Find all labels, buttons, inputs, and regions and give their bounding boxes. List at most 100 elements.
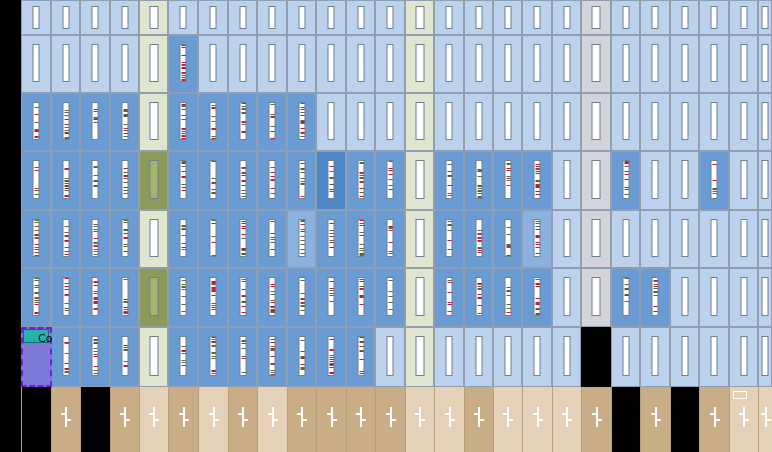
rack-cell[interactable] (611, 35, 640, 93)
rack-cell[interactable] (434, 151, 464, 210)
rack-cell[interactable] (493, 327, 522, 387)
rack-cell[interactable] (640, 327, 670, 387)
rack-cell[interactable] (434, 268, 464, 327)
rack-cell[interactable] (552, 268, 581, 327)
rack-cell[interactable] (493, 93, 522, 151)
rack-cell[interactable] (640, 35, 670, 93)
rack-cell[interactable] (405, 35, 434, 93)
rack-cell[interactable] (139, 35, 168, 93)
rack-cell[interactable] (346, 151, 375, 210)
rack-cell[interactable] (640, 210, 670, 268)
rack-cell[interactable] (699, 93, 729, 151)
rack-cell[interactable] (640, 93, 670, 151)
rack-cell[interactable] (21, 93, 51, 151)
rack-cell[interactable] (168, 268, 198, 327)
rack-cell[interactable] (51, 210, 80, 268)
rack-cell[interactable] (670, 210, 699, 268)
rack-cell[interactable] (346, 0, 375, 35)
rack-cell[interactable] (316, 0, 346, 35)
rack-cell[interactable] (758, 93, 772, 151)
rack-cell[interactable] (581, 93, 611, 151)
rack-cell[interactable] (670, 327, 699, 387)
rack-cell[interactable] (493, 268, 522, 327)
rack-cell[interactable] (198, 0, 228, 35)
rack-cell[interactable] (257, 93, 287, 151)
rack-cell[interactable] (434, 210, 464, 268)
rack-cell[interactable] (522, 93, 552, 151)
rack-cell[interactable] (139, 0, 168, 35)
rack-cell[interactable] (228, 327, 257, 387)
rack-cell[interactable] (552, 151, 581, 210)
rack-cell[interactable] (257, 151, 287, 210)
rack-cell[interactable] (405, 0, 434, 35)
rack-cell[interactable] (611, 0, 640, 35)
rack-cell[interactable] (581, 0, 611, 35)
rack-cell[interactable] (139, 210, 168, 268)
rack-cell[interactable] (434, 93, 464, 151)
rack-cell[interactable] (198, 151, 228, 210)
rack-cell[interactable] (21, 268, 51, 327)
rack-cell[interactable] (611, 327, 640, 387)
rack-cell[interactable] (168, 35, 198, 93)
rack-cell[interactable] (375, 210, 405, 268)
rack-cell[interactable] (51, 0, 80, 35)
rack-cell[interactable] (434, 327, 464, 387)
rack-cell[interactable] (51, 327, 80, 387)
rack-cell[interactable] (346, 35, 375, 93)
rack-cell[interactable] (670, 151, 699, 210)
rack-cell[interactable] (434, 0, 464, 35)
rack-cell[interactable] (552, 210, 581, 268)
rack-cell[interactable] (758, 35, 772, 93)
rack-cell[interactable] (228, 210, 257, 268)
rack-cell[interactable] (316, 210, 346, 268)
rack-cell[interactable] (670, 0, 699, 35)
rack-cell[interactable] (346, 210, 375, 268)
rack-cell[interactable] (405, 151, 434, 210)
rack-cell[interactable] (139, 151, 168, 210)
rack-cell[interactable] (287, 210, 316, 268)
rack-cell[interactable] (405, 93, 434, 151)
rack-cell[interactable] (405, 268, 434, 327)
rack-cell[interactable] (110, 210, 139, 268)
rack-cell[interactable] (581, 35, 611, 93)
rack-cell[interactable] (522, 327, 552, 387)
rack-cell[interactable] (729, 210, 758, 268)
rack-cell[interactable] (699, 35, 729, 93)
rack-cell[interactable] (80, 210, 110, 268)
rack-cell[interactable] (493, 0, 522, 35)
rack-cell[interactable] (405, 210, 434, 268)
selected-card-outline[interactable]: Co (21, 327, 52, 387)
rack-cell[interactable] (198, 35, 228, 93)
rack-cell[interactable] (464, 268, 493, 327)
rack-cell[interactable] (110, 327, 139, 387)
rack-cell[interactable] (21, 0, 51, 35)
rack-cell[interactable] (287, 93, 316, 151)
rack-cell[interactable] (405, 327, 434, 387)
rack-cell[interactable] (80, 268, 110, 327)
rack-cell[interactable] (21, 35, 51, 93)
rack-cell[interactable] (198, 93, 228, 151)
rack-cell[interactable] (168, 151, 198, 210)
rack-cell[interactable] (729, 0, 758, 35)
rack-cell[interactable] (375, 35, 405, 93)
rack-cell[interactable] (257, 210, 287, 268)
rack-cell[interactable] (316, 35, 346, 93)
rack-cell[interactable] (640, 268, 670, 327)
rack-cell[interactable] (640, 151, 670, 210)
rack-cell[interactable] (640, 0, 670, 35)
rack-cell[interactable] (611, 151, 640, 210)
rack-cell[interactable] (80, 327, 110, 387)
rack-cell[interactable] (51, 268, 80, 327)
rack-cell[interactable] (80, 35, 110, 93)
rack-cell[interactable] (670, 268, 699, 327)
rack-cell[interactable] (139, 327, 168, 387)
rack-cell[interactable] (228, 35, 257, 93)
rack-cell[interactable] (758, 327, 772, 387)
rack-cell[interactable] (51, 93, 80, 151)
rack-cell[interactable] (316, 93, 346, 151)
rack-cell[interactable] (168, 0, 198, 35)
rack-cell[interactable] (581, 210, 611, 268)
rack-cell[interactable] (110, 151, 139, 210)
rack-cell[interactable] (375, 93, 405, 151)
rack-cell[interactable] (168, 327, 198, 387)
